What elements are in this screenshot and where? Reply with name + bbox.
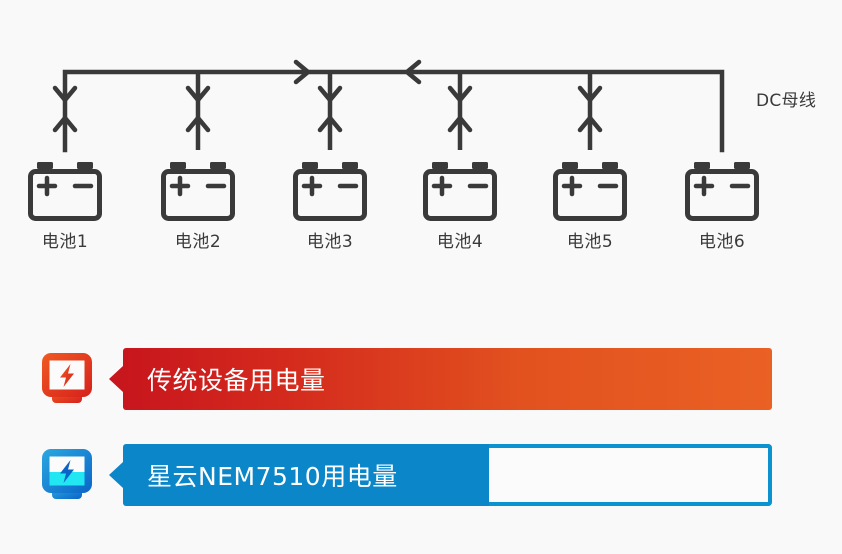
battery-icon [161, 162, 235, 221]
branch-up-arrow-1 [52, 115, 78, 133]
power-consumption-comparison-chart: 传统设备用电量 [0, 336, 842, 536]
battery-label: 电池3 [306, 232, 354, 252]
bar-row-nem7510: 星云NEM7510用电量 [0, 444, 842, 506]
battery-item-4: 电池4 [405, 160, 515, 251]
battery-icon [423, 162, 497, 221]
dc-bus-circuit-diagram [52, 59, 725, 153]
branch-up-arrow-5 [577, 115, 603, 133]
battery-row: 电池1 电池2 [0, 160, 842, 270]
battery-label: 电池4 [436, 232, 484, 252]
bus-arrow-left-icon [404, 59, 422, 85]
bar-fill-nem7510: 星云NEM7510用电量 [109, 444, 489, 506]
bar-savings-outline [485, 444, 772, 506]
battery-icon [28, 162, 102, 221]
branch-up-arrow-3 [317, 115, 343, 133]
bar-row-traditional: 传统设备用电量 [0, 348, 842, 410]
bar-label-nem7510: 星云NEM7510用电量 [147, 462, 398, 491]
bar-fill-traditional: 传统设备用电量 [109, 348, 772, 410]
lightning-device-icon [42, 353, 92, 403]
battery-label: 电池5 [566, 232, 614, 252]
bar-pointer-traditional [109, 366, 123, 392]
battery-item-5: 电池5 [535, 160, 645, 251]
battery-item-2: 电池2 [143, 160, 253, 251]
battery-item-1: 电池1 [10, 160, 120, 251]
branch-up-arrow-2 [185, 115, 211, 133]
bar-track-traditional: 传统设备用电量 [109, 348, 772, 410]
bar-pointer-nem7510 [109, 462, 123, 488]
battery-icon [293, 162, 367, 221]
bar-track-nem7510: 星云NEM7510用电量 [109, 444, 772, 506]
branch-down-arrow-3 [317, 85, 343, 103]
branch-down-arrow-4 [447, 85, 473, 103]
battery-label: 电池2 [174, 232, 222, 252]
bus-arrow-right-icon [293, 59, 311, 85]
battery-icon [685, 162, 759, 221]
branch-down-arrow-2 [185, 85, 211, 103]
bar-label-traditional: 传统设备用电量 [147, 366, 326, 395]
battery-item-6: 电池6 [667, 160, 777, 251]
branch-down-arrow-1 [52, 85, 78, 103]
battery-item-3: 电池3 [275, 160, 385, 251]
dc-bus-line [62, 69, 725, 153]
branch-up-arrow-4 [447, 115, 473, 133]
battery-icon [553, 162, 627, 221]
lightning-device-icon [42, 449, 92, 499]
branch-down-arrow-5 [577, 85, 603, 103]
dc-bus-label: DC母线 [756, 91, 817, 111]
battery-label: 电池6 [698, 232, 746, 252]
battery-label: 电池1 [41, 232, 89, 252]
